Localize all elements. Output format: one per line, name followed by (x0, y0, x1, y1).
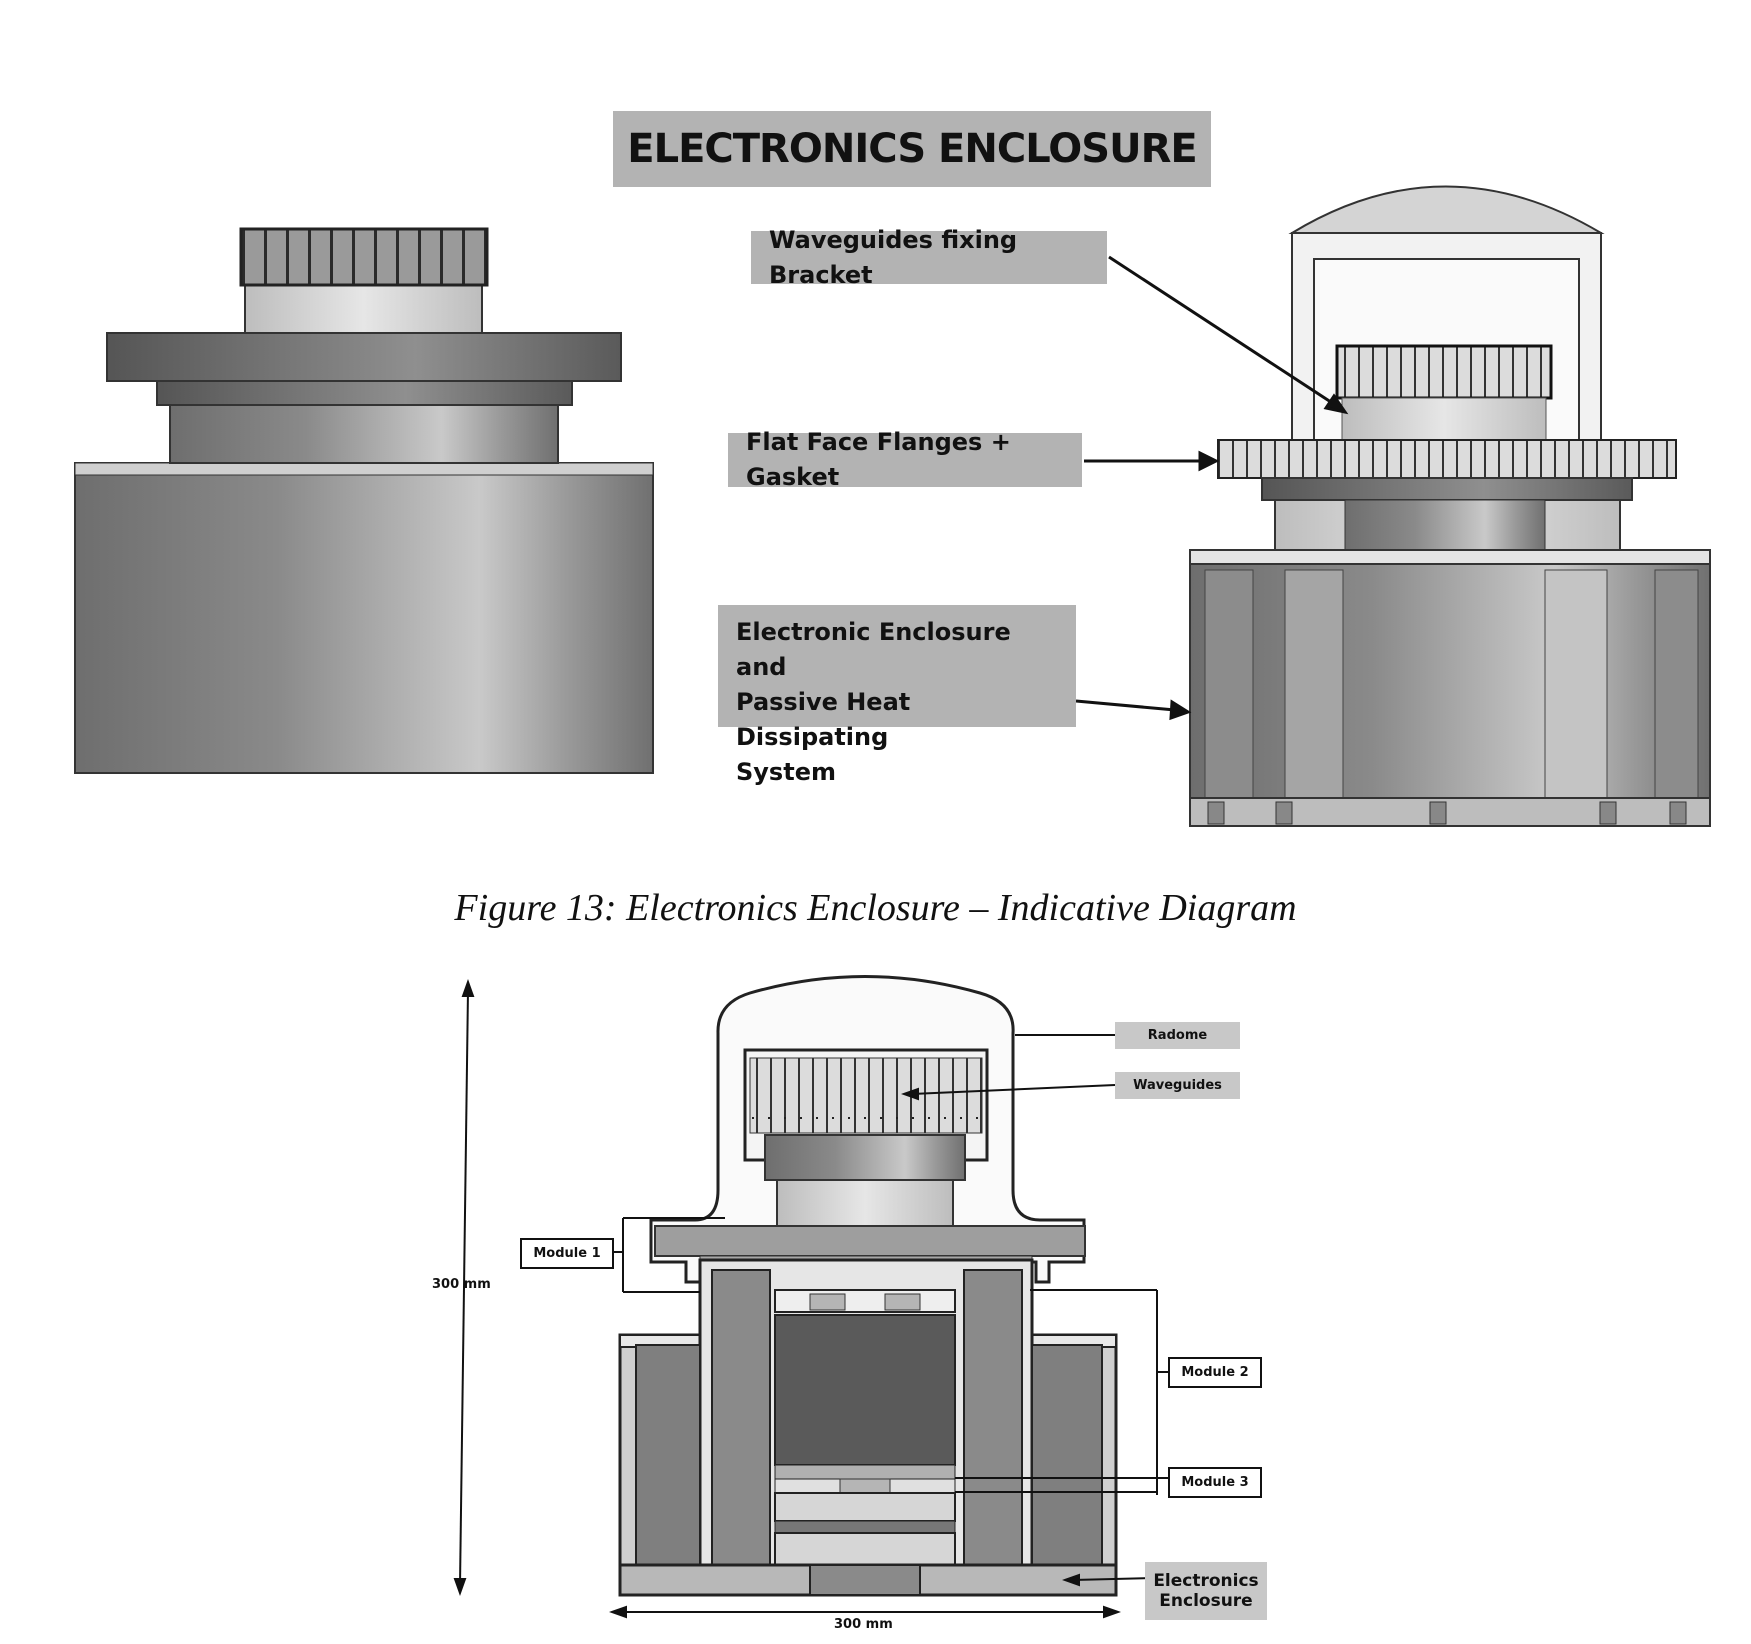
callout-arrows (1075, 255, 1349, 721)
diagram-title: ELECTRONICS ENCLOSURE (613, 111, 1211, 187)
label-waveguides: Waveguides (1115, 1072, 1240, 1099)
callout-line: Passive Heat Dissipating (736, 688, 911, 751)
section-drawing (618, 975, 1118, 1597)
label-radome: Radome (1115, 1022, 1240, 1049)
callout-line: System (736, 758, 836, 786)
figure-caption: Figure 13: Electronics Enclosure – Indic… (454, 887, 1297, 929)
right-enclosure-view (1189, 185, 1711, 827)
callout-electronic-enclosure: Electronic Enclosure and Passive Heat Di… (718, 605, 1076, 786)
callout-line: Electronic Enclosure and (736, 618, 1011, 681)
label-module-1: Module 1 (520, 1238, 614, 1269)
callout-flat-face-flanges: Flat Face Flanges + Gasket (728, 428, 1082, 491)
waveguide-ribs (749, 1057, 983, 1134)
label-line: Enclosure (1159, 1591, 1253, 1611)
width-dimension: 300 mm (834, 1617, 893, 1632)
label-line: Electronics (1153, 1571, 1259, 1591)
label-electronics-enclosure: Electronics Enclosure (1145, 1562, 1267, 1620)
height-dimension: 300 mm (432, 1277, 491, 1292)
label-module-2: Module 2 (1168, 1357, 1262, 1388)
callout-waveguides-fixing-bracket: Waveguides fixing Bracket (751, 226, 1107, 289)
dimension-lines (453, 979, 1168, 1619)
left-enclosure-view (74, 227, 654, 774)
label-module-3: Module 3 (1168, 1467, 1262, 1498)
